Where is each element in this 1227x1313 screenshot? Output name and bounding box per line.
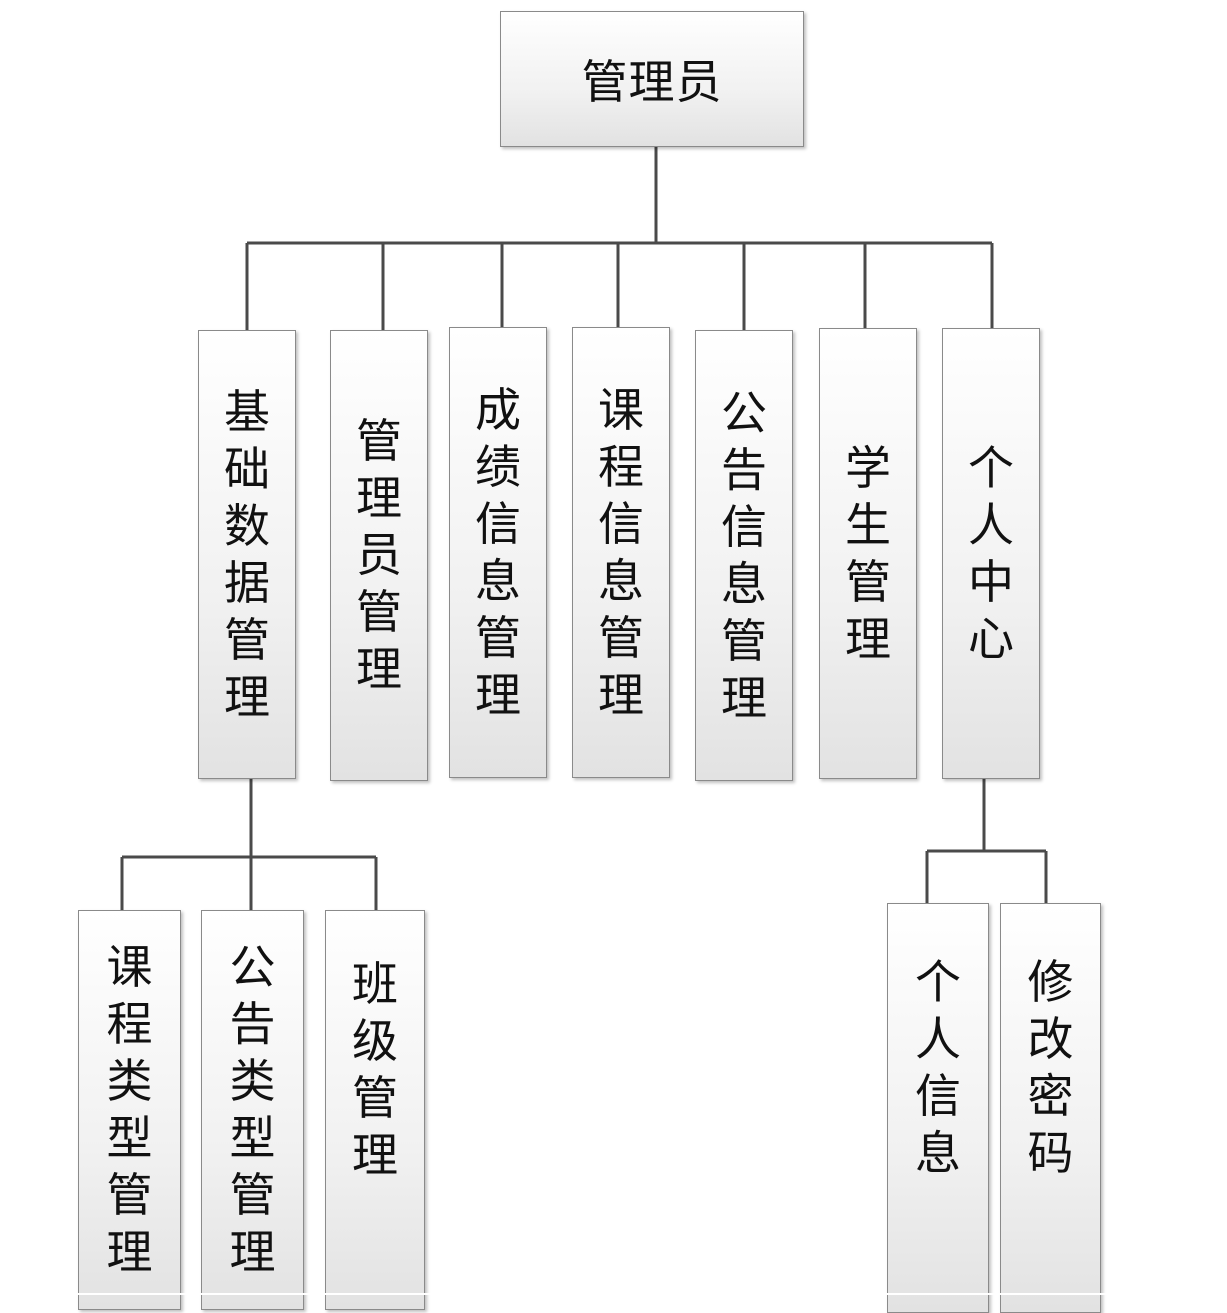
label-char: 公 [721,385,767,440]
label-char: 理 [356,642,402,696]
module-label: 课程信息管理 [598,382,644,724]
label-char: 个 [915,955,961,1009]
module-personal-center: 个人中心 [942,328,1040,779]
label-char: 管 [224,612,270,667]
label-char: 息 [915,1126,961,1180]
label-char: 据 [224,555,270,610]
submodule-change-password: 修改密码 [1000,903,1101,1313]
label-char: 信 [721,499,767,554]
label-char: 生 [845,497,891,552]
module-label: 成绩信息管理 [475,382,521,724]
label-char: 息 [475,553,521,608]
label-char: 公 [229,940,276,994]
label-char: 密 [1027,1069,1074,1123]
submodule-class-management: 班级管理 [325,910,425,1310]
label-char: 员 [356,528,402,582]
module-notice-info: 公告信息管理 [695,330,793,781]
module-label: 学生管理 [845,440,891,668]
label-char: 类 [229,1054,276,1108]
label-char: 管 [598,610,644,665]
label-char: 管 [845,554,891,609]
module-label: 公告信息管理 [721,385,767,727]
module-label: 管理员管理 [356,413,402,698]
label-char: 人 [915,1012,961,1066]
label-char: 课 [598,382,644,437]
label-char: 信 [475,496,521,551]
label-char: 理 [352,1128,398,1182]
module-admin-management: 管理员管理 [330,330,428,781]
label-char: 管 [356,585,402,639]
label-char: 信 [598,496,644,551]
label-char: 管 [356,414,402,468]
submodule-label: 班级管理 [352,956,398,1184]
label-char: 数 [224,498,270,553]
label-char: 课 [106,940,153,994]
label-char: 级 [352,1014,398,1068]
label-char: 告 [229,997,276,1051]
label-char: 码 [1027,1126,1074,1180]
label-char: 管 [721,613,767,668]
submodule-notice-type: 公告类型管理 [201,910,304,1310]
label-char: 息 [721,556,767,611]
label-char: 理 [229,1225,276,1279]
label-char: 中 [968,554,1014,609]
label-char: 学 [845,440,891,495]
label-char: 理 [845,611,891,666]
submodule-label: 个人信息 [915,954,961,1182]
label-char: 管 [352,1071,398,1125]
submodule-label: 公告类型管理 [230,939,276,1281]
label-char: 班 [352,957,398,1011]
label-char: 程 [106,997,153,1051]
label-char: 管 [475,610,521,665]
module-student-management: 学生管理 [819,328,917,779]
root-label: 管理员 [581,55,723,109]
module-label: 个人中心 [968,440,1014,668]
label-char: 个 [968,440,1014,495]
label-char: 础 [224,441,270,496]
crop-edge [0,1293,1227,1295]
label-char: 心 [968,611,1014,666]
module-basic-data: 基础数据管理 [198,330,296,779]
label-char: 绩 [475,439,521,494]
submodule-personal-info: 个人信息 [887,903,989,1313]
label-char: 型 [106,1111,153,1165]
label-char: 理 [106,1225,153,1279]
label-char: 修 [1027,955,1074,1009]
submodule-label: 修改密码 [1028,954,1074,1182]
label-char: 类 [106,1054,153,1108]
label-char: 信 [915,1069,961,1123]
label-char: 成 [475,382,521,437]
label-char: 理 [475,667,521,722]
label-char: 基 [224,384,270,439]
label-char: 理 [721,670,767,725]
label-char: 告 [721,442,767,497]
module-label: 基础数据管理 [224,384,270,726]
label-char: 改 [1027,1012,1074,1066]
label-char: 型 [229,1111,276,1165]
label-char: 管 [106,1168,153,1222]
module-score-info: 成绩信息管理 [449,327,547,778]
label-char: 理 [356,471,402,525]
root-node: 管理员 [500,11,804,147]
label-char: 息 [598,553,644,608]
module-course-info: 课程信息管理 [572,327,670,778]
label-char: 程 [598,439,644,494]
label-char: 理 [598,667,644,722]
label-char: 理 [224,669,270,724]
submodule-course-type: 课程类型管理 [78,910,181,1310]
label-char: 管 [229,1168,276,1222]
label-char: 人 [968,497,1014,552]
submodule-label: 课程类型管理 [107,939,153,1281]
